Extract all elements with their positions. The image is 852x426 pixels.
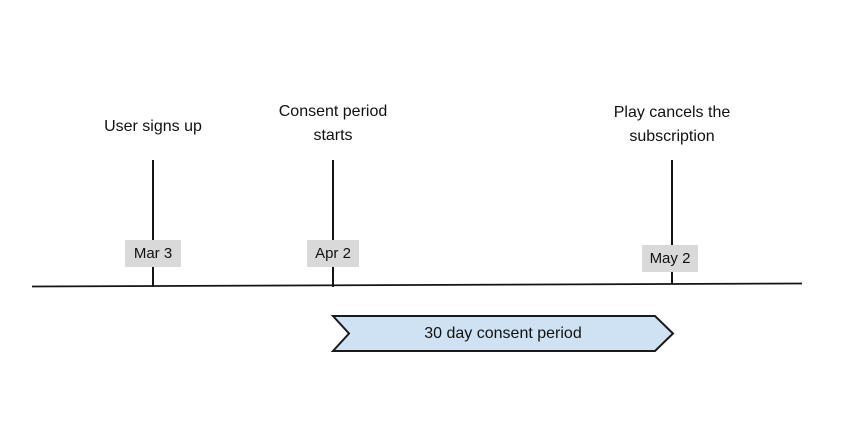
event-label-cancel: Play cancels the subscription: [613, 104, 731, 145]
consent-period-banner-label: 30 day consent period: [424, 325, 582, 342]
event-label-signup: User signs up: [104, 118, 202, 135]
event-label-consent-start: Consent period starts: [278, 103, 388, 144]
timeline-axis: [31, 282, 803, 288]
event-marker-line-signup: [152, 160, 154, 287]
date-badge-mar-3: Mar 3: [125, 240, 181, 267]
date-badge-may-2: May 2: [642, 245, 698, 272]
event-marker-line-consent-start: [332, 160, 334, 287]
date-badge-apr-2: Apr 2: [307, 240, 359, 267]
consent-period-banner: [330, 315, 675, 352]
event-marker-line-cancel: [671, 160, 673, 284]
